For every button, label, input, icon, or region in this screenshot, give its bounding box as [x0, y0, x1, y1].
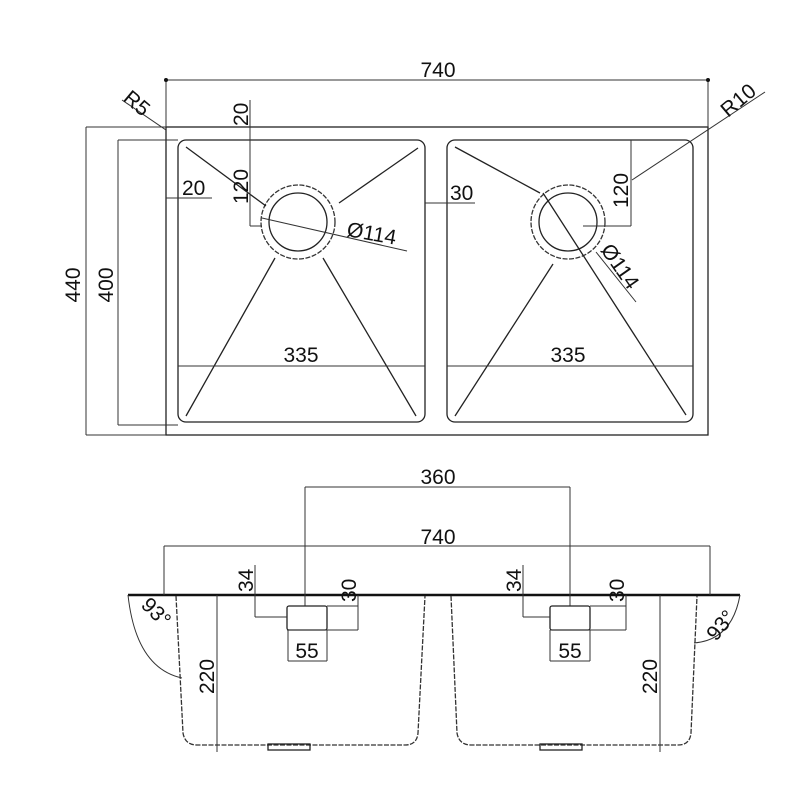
side-view: 360 740 34 30 55: [127, 466, 741, 752]
dim-overall-width: 740: [164, 59, 710, 127]
label-r10: R10: [716, 79, 760, 121]
dim-divider: 30: [425, 182, 475, 205]
label-d114-left: Ø114: [345, 218, 398, 249]
bowl-right-profile: [450, 595, 698, 746]
dim-drain-right-offset: 120: [583, 140, 633, 227]
dim-bowl-widths: 335 335: [178, 344, 693, 367]
slope-lines: [185, 146, 687, 417]
label-120-left: 120: [230, 169, 253, 204]
label-34-left: 34: [235, 568, 258, 592]
bowl-left: [177, 139, 426, 423]
label-220-left: 220: [196, 659, 219, 694]
drain-box-right: 34 30 55: [503, 565, 629, 663]
label-220-right: 220: [639, 659, 662, 694]
sink-outline: [165, 126, 709, 436]
dim-drain-diameter-right: Ø114: [595, 240, 644, 303]
drain-left: [260, 184, 336, 260]
label-20-side: 20: [182, 177, 205, 200]
label-55-left: 55: [295, 640, 318, 663]
label-34-right: 34: [503, 568, 526, 592]
label-93-right: 93°: [702, 606, 740, 645]
top-view: 740 440 400 R5 R10 20: [62, 59, 766, 436]
label-30-divider: 30: [450, 182, 473, 205]
label-30-left: 30: [338, 579, 361, 602]
label-360: 360: [420, 466, 455, 489]
drain-outlets: [267, 743, 583, 751]
label-120-right: 120: [610, 173, 633, 208]
label-440: 440: [62, 267, 85, 302]
label-400: 400: [95, 267, 118, 302]
label-335-right: 335: [550, 344, 585, 367]
drain-box-left: 34 30 55: [235, 565, 361, 663]
dim-side-margin: 20: [166, 177, 212, 200]
dim-r10: R10: [631, 79, 766, 181]
bowl-right: [446, 139, 694, 423]
dim-bowl-height: 220 220: [196, 595, 662, 752]
label-93-left: 93°: [136, 593, 175, 632]
label-740: 740: [420, 59, 455, 82]
dim-drain-spacing: 360: [304, 466, 571, 606]
label-740-side: 740: [420, 526, 455, 549]
label-20-top: 20: [230, 103, 253, 126]
dim-bowl-depth: 400: [95, 139, 178, 426]
label-55-right: 55: [558, 640, 581, 663]
dim-side-width: 740: [163, 526, 711, 595]
label-30-right: 30: [606, 579, 629, 602]
drain-right: [530, 184, 606, 260]
label-335-left: 335: [283, 344, 318, 367]
bowl-left-profile: [175, 595, 426, 746]
dim-r5: R5: [119, 86, 167, 131]
label-r5: R5: [119, 86, 154, 121]
dim-overall-depth: 440: [62, 126, 166, 436]
dim-drain-left-offsets: 20 120: [230, 100, 262, 227]
